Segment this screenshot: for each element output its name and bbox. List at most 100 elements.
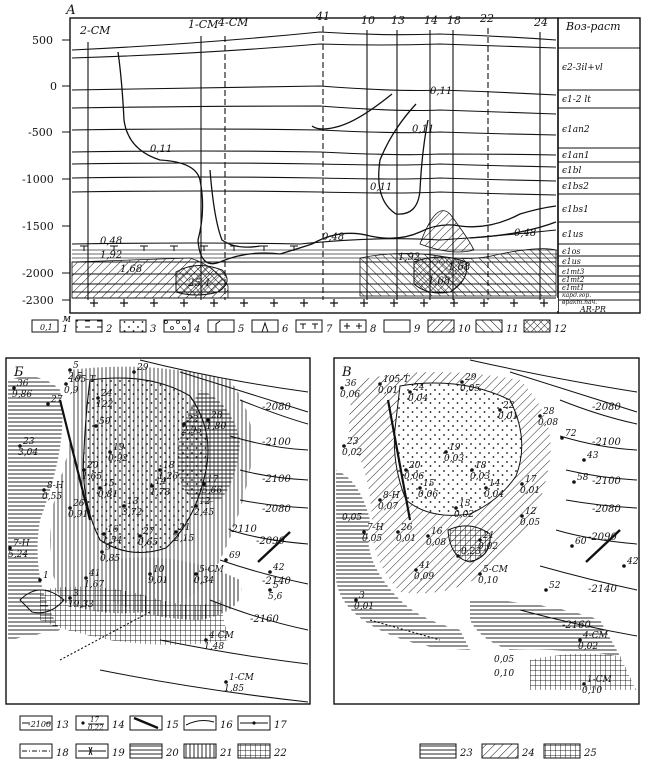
iso-1-68-a: 1,68 xyxy=(120,264,142,275)
well-value: 0,08 xyxy=(538,418,558,428)
well-value: 1,48 xyxy=(204,642,224,652)
well-1sm: 1-СМ xyxy=(188,18,219,31)
legend-a-6: 6 xyxy=(282,324,289,335)
well-id: 26 xyxy=(72,499,85,509)
legend-b-sample-num: 17 xyxy=(90,716,99,724)
b-contour-6: -2140 xyxy=(262,576,291,587)
panel-v-faults xyxy=(369,399,621,641)
well-marker xyxy=(570,544,574,548)
age-column: Воз-раст є2-3il+vl є1-2 lt xyxy=(558,20,640,314)
age-10: є1mt3 xyxy=(562,268,585,276)
well-id: 22 xyxy=(186,415,199,425)
iso-0-48-c: 0,48 xyxy=(514,228,536,239)
iso-0-11-a: 0,11 xyxy=(150,144,172,155)
well-id: 105-Т xyxy=(383,375,410,385)
well-41: 41 xyxy=(315,10,330,23)
well-id: 36 xyxy=(17,379,29,389)
well-marker xyxy=(404,468,408,472)
legend-a-7: 7 xyxy=(326,324,333,335)
well-value: 0,04 xyxy=(408,394,428,404)
well-marker xyxy=(182,422,186,426)
b-grid-zone-south xyxy=(40,586,228,645)
legend-a-5: 5 xyxy=(238,324,244,335)
well-id: 27 xyxy=(142,527,155,537)
v-horizontal-south xyxy=(470,600,620,656)
well-marker xyxy=(96,396,100,400)
well-id: 58 xyxy=(577,473,589,483)
well-marker xyxy=(538,414,542,418)
well-marker xyxy=(202,482,206,486)
well-id: 42 xyxy=(272,563,285,573)
well-value: 0,01 xyxy=(354,602,374,612)
b-contour-0: -2080 xyxy=(262,402,291,413)
well-value: 5,6 xyxy=(268,592,283,602)
well-value: 5,24 xyxy=(8,550,28,560)
legend-a-2: 2 xyxy=(105,324,112,335)
well-id: 20 xyxy=(408,461,421,471)
well-id: 23 xyxy=(346,437,359,447)
well-marker xyxy=(18,444,22,448)
b-contour-4: -2110 xyxy=(228,524,257,535)
well-id: 17 xyxy=(207,475,219,485)
well-value: 1,78 xyxy=(150,488,170,498)
legend-v-25: 25 xyxy=(583,748,597,759)
well-id: 26 xyxy=(400,523,413,533)
well-value: 2,15 xyxy=(173,534,194,544)
well-value: 0,03 xyxy=(470,472,490,482)
isolines xyxy=(117,51,557,265)
well-marker xyxy=(132,370,136,374)
depth-tick-minus500: -500 xyxy=(28,126,53,139)
well-id: 9 xyxy=(105,543,111,553)
well-value: 0,92 xyxy=(108,454,128,464)
well-id: 50 xyxy=(99,417,111,427)
age-11: є1mt2 xyxy=(562,276,585,284)
well-marker xyxy=(68,596,72,600)
legend-a-sample: 0,1 xyxy=(40,323,53,332)
age-7: є1us xyxy=(562,230,584,240)
well-id: 13 xyxy=(459,499,471,509)
legend-b-22: 22 xyxy=(273,748,287,759)
well-marker xyxy=(194,504,198,508)
well-id: 7-Н xyxy=(13,539,30,549)
panel-a: А 500 0 -500 -1000 -1500 -2000 -2300 м xyxy=(22,3,641,335)
well-id: 10 xyxy=(153,565,165,575)
well-18: 18 xyxy=(447,14,461,27)
iso-0-11-b: 0,11 xyxy=(430,86,452,97)
well-marker xyxy=(478,572,482,576)
well-marker xyxy=(64,382,68,386)
well-value: 0,65 xyxy=(138,538,158,548)
well-id: 12 xyxy=(199,497,211,507)
well-value: 0,10 xyxy=(478,576,498,586)
iso-0-11-d: 0,11 xyxy=(370,182,392,193)
well-id: 28 xyxy=(542,407,555,417)
well-marker xyxy=(456,554,460,558)
v-side-1: 0,05 xyxy=(494,655,514,665)
v-contour-0: -2080 xyxy=(592,402,621,413)
age-header: Воз-раст xyxy=(565,20,621,33)
well-13: 13 xyxy=(391,14,405,27)
well-14: 14 xyxy=(424,14,438,27)
well-id: 0,23 xyxy=(461,547,481,557)
well-id: 24 xyxy=(412,383,425,393)
age-15: AR-PR xyxy=(579,305,606,314)
iso-1-68-b: 1,68 xyxy=(448,262,470,273)
age-4: є1bl xyxy=(562,166,582,176)
well-value: 0,02 xyxy=(342,448,362,458)
well-value: 1,54 xyxy=(102,536,122,546)
well-marker xyxy=(204,638,208,642)
well-marker xyxy=(98,486,102,490)
v-side-2: 0,10 xyxy=(494,669,514,679)
well-value: 0,09 xyxy=(414,572,434,582)
age-column-frame xyxy=(557,17,641,314)
well-value: 0,55 xyxy=(42,492,62,502)
well-value: 0,91 xyxy=(68,510,88,520)
well-marker xyxy=(68,506,72,510)
legend-a-8: 8 xyxy=(370,324,376,335)
legend-b-17: 17 xyxy=(274,720,287,731)
age-1: є1-2 lt xyxy=(562,95,591,105)
legend-a-9: 9 xyxy=(414,324,421,335)
v-contour-5: -2140 xyxy=(588,584,617,595)
well-id: 43 xyxy=(586,451,599,461)
well-marker xyxy=(174,530,178,534)
